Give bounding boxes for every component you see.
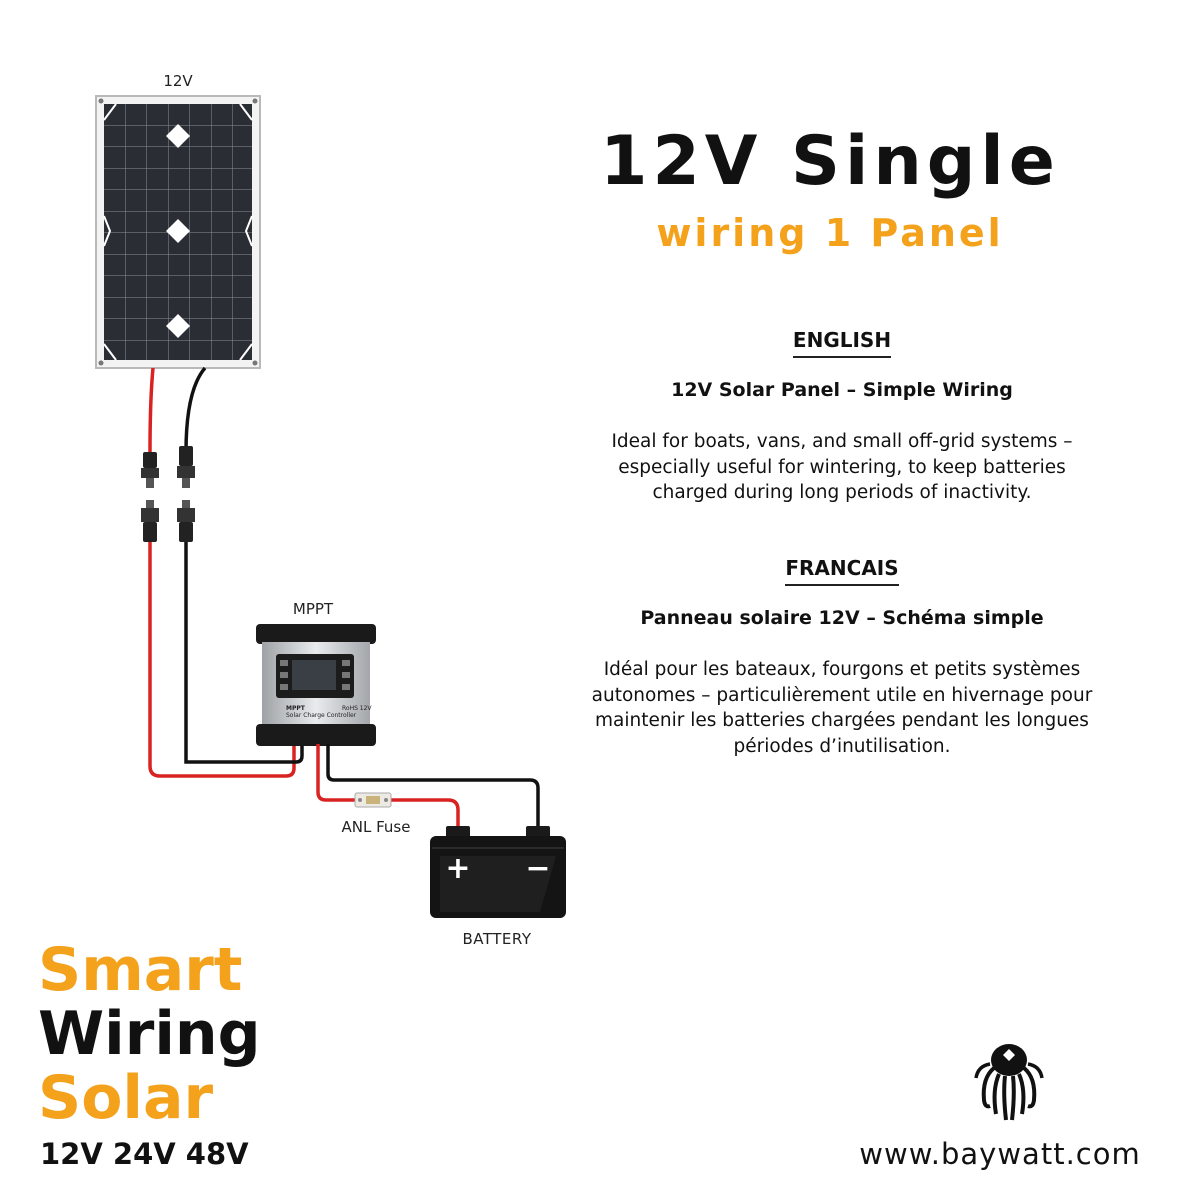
positive-battery-cable [316,744,460,826]
mc4-connector-female [141,500,195,542]
battery: + − [430,826,566,918]
battery-plus-sign: + [445,851,470,886]
francais-heading-text: FRANCAIS [785,556,899,586]
brand-solar: Solar [38,1063,214,1133]
controller-model-text: MPPT [286,705,306,712]
negative-controller-cable [184,542,304,764]
mc4-connector-male [141,446,195,488]
website-link[interactable]: www.baywatt.com [859,1137,1141,1171]
francais-body: Idéal pour les bateaux, fourgons et peti… [591,659,1093,757]
fuse-label: ANL Fuse [342,818,411,836]
positive-controller-cable [148,542,296,778]
controller-caption-text: Solar Charge Controller [286,712,357,719]
battery-minus-sign: − [525,851,550,886]
brand-voltages: 12V 24V 48V [40,1137,249,1171]
mppt-controller: MPPT RoHS 12V Solar Charge Controller [256,624,376,746]
panel-label: 12V [163,72,193,90]
brand-smart: Smart [38,935,243,1005]
negative-battery-cable [326,744,540,826]
negative-panel-cable [184,366,207,453]
brand-wiring: Wiring [38,999,261,1069]
english-heading: ENGLISH [592,328,1092,358]
page-subtitle: wiring 1 Panel [656,211,1004,255]
francais-subtitle: Panneau solaire 12V – Schéma simple [640,607,1044,629]
english-heading-text: ENGLISH [792,328,892,358]
solar-panel [95,95,261,369]
controller-rating-text: RoHS 12V [342,705,372,712]
controller-label: MPPT [293,600,334,618]
page-title: 12V Single [600,122,1060,201]
english-body: Ideal for boats, vans, and small off-gri… [611,431,1073,503]
english-subtitle: 12V Solar Panel – Simple Wiring [671,379,1013,401]
octopus-logo-icon [974,1044,1044,1121]
anl-fuse [354,792,392,808]
francais-heading: FRANCAIS [592,556,1092,586]
positive-panel-cable [148,367,155,453]
battery-label: BATTERY [462,930,531,948]
